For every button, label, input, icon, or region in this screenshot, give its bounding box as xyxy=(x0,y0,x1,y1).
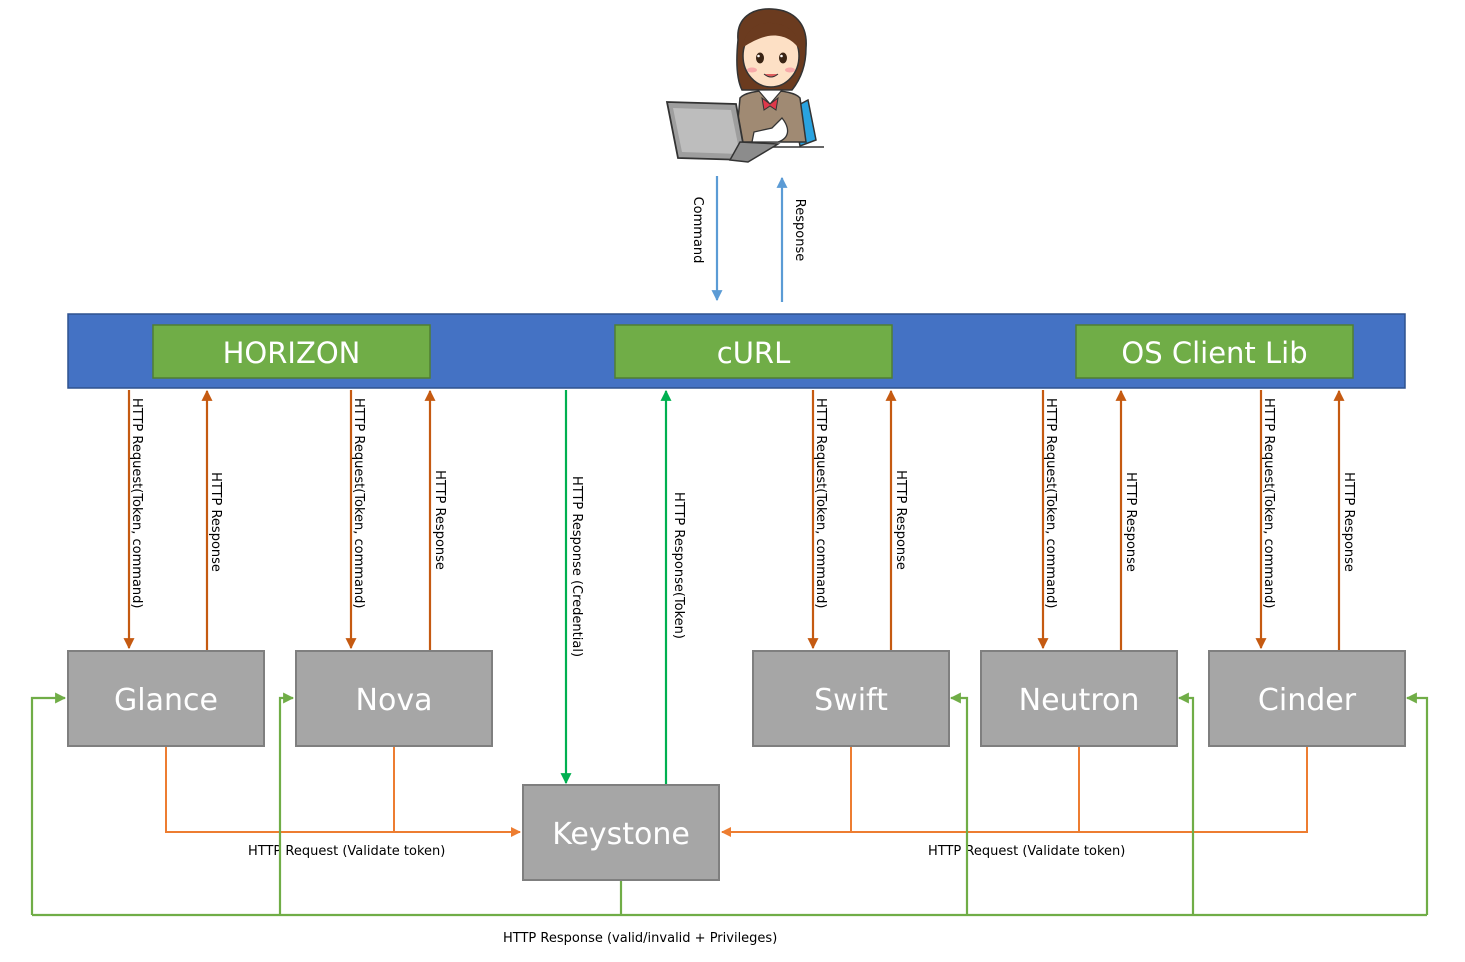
service-swift: Swift xyxy=(752,650,950,747)
service-nova: Nova xyxy=(295,650,493,747)
service-neutron-label: Neutron xyxy=(1019,683,1140,718)
client-horizon: HORIZON xyxy=(152,324,431,379)
nova-response-label: HTTP Response xyxy=(432,470,447,570)
service-neutron: Neutron xyxy=(980,650,1178,747)
neutron-request-label: HTTP Request(Token, command) xyxy=(1043,398,1058,609)
service-glance-label: Glance xyxy=(114,683,218,718)
user-at-laptop-icon xyxy=(665,8,824,163)
nova-request-label: HTTP Request(Token, command) xyxy=(351,398,366,609)
service-swift-label: Swift xyxy=(814,683,888,718)
client-os-client-lib-label: OS Client Lib xyxy=(1121,336,1307,370)
glance-request-label: HTTP Request(Token, command) xyxy=(129,398,144,609)
privileges-label: HTTP Response (valid/invalid + Privilege… xyxy=(503,931,777,946)
service-cinder-label: Cinder xyxy=(1258,683,1357,718)
service-glance: Glance xyxy=(67,650,265,747)
keystone-token-label: HTTP Response(Token) xyxy=(671,492,686,639)
command-label: Command xyxy=(690,197,705,264)
neutron-response-label: HTTP Response xyxy=(1123,472,1138,572)
client-curl: cURL xyxy=(614,324,893,379)
validate-token-label-left: HTTP Request (Validate token) xyxy=(248,844,445,859)
client-horizon-label: HORIZON xyxy=(223,336,361,370)
validate-token-label-right: HTTP Request (Validate token) xyxy=(928,844,1125,859)
cinder-response-label: HTTP Response xyxy=(1341,472,1356,572)
client-os-client-lib: OS Client Lib xyxy=(1075,324,1354,379)
response-label: Response xyxy=(792,199,807,261)
validate-token-connectors xyxy=(165,746,1308,837)
glance-response-label: HTTP Response xyxy=(208,472,223,572)
keystone-label: Keystone xyxy=(552,817,690,852)
swift-request-label: HTTP Request(Token, command) xyxy=(813,398,828,609)
cinder-request-label: HTTP Request(Token, command) xyxy=(1261,398,1276,609)
service-nova-label: Nova xyxy=(356,683,433,718)
keystone-box: Keystone xyxy=(522,784,720,881)
service-cinder: Cinder xyxy=(1208,650,1406,747)
privileges-connectors xyxy=(30,692,1429,917)
client-curl-label: cURL xyxy=(717,336,790,370)
swift-response-label: HTTP Response xyxy=(893,470,908,570)
keystone-credential-label: HTTP Response (Credential) xyxy=(569,476,584,657)
